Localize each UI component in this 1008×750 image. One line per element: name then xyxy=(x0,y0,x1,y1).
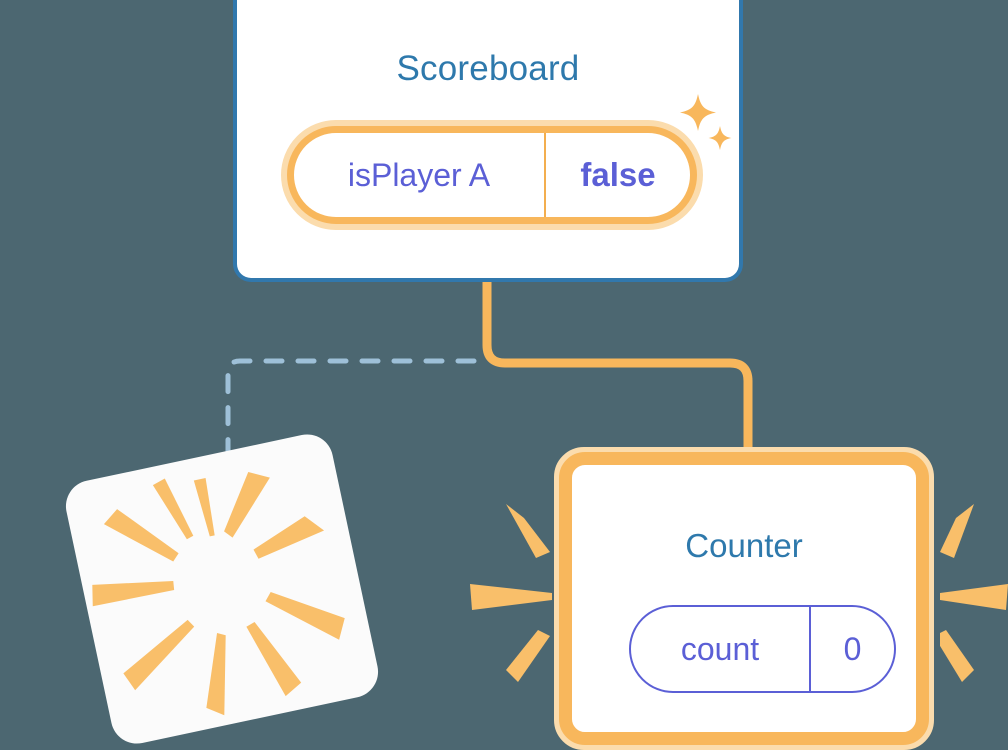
counter-card[interactable]: Counter count 0 xyxy=(554,447,934,750)
burst-rays-icon xyxy=(92,471,345,716)
scoreboard-card[interactable]: Scoreboard isPlayer A false xyxy=(233,0,743,282)
counter-state-value: 0 xyxy=(843,630,862,667)
counter-state-key: count xyxy=(680,630,760,667)
scoreboard-title: Scoreboard xyxy=(396,49,580,88)
scoreboard-pill-glow xyxy=(281,120,703,230)
counter-card-body: Counter count 0 xyxy=(559,452,929,745)
sparkle-small-icon xyxy=(708,126,732,150)
connector-dashed-to-burst-card xyxy=(225,358,477,473)
counter-title: Counter xyxy=(685,527,803,564)
counter-burst-rays-right xyxy=(940,504,1008,682)
scoreboard-pill-divider xyxy=(544,133,546,217)
counter-burst-rays-left xyxy=(470,504,552,682)
counter-state-pill[interactable]: count 0 xyxy=(629,605,896,693)
connector-solid-to-counter xyxy=(482,282,753,470)
scoreboard-state-value: false xyxy=(580,156,656,193)
counter-card-glow xyxy=(554,447,934,750)
sparkle-group xyxy=(680,94,732,150)
burst-card[interactable] xyxy=(61,429,383,749)
scoreboard-state-pill[interactable]: isPlayer A false xyxy=(281,120,703,230)
sparkle-large-icon xyxy=(680,94,716,131)
scoreboard-pill-body: isPlayer A false xyxy=(287,126,697,224)
counter-pill-divider xyxy=(809,607,811,691)
scoreboard-state-key: isPlayer A xyxy=(347,156,491,193)
